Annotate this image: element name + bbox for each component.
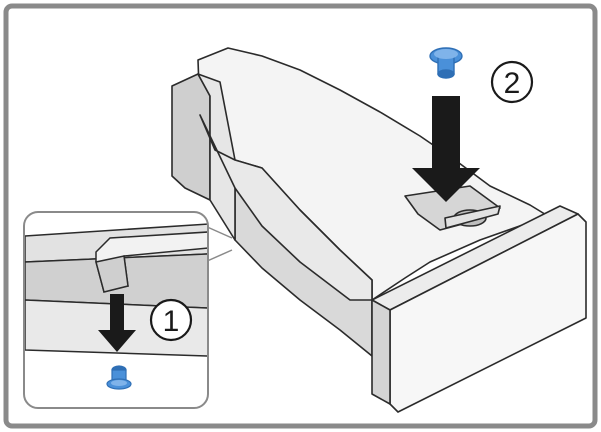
step-1-down-arrow [98, 294, 136, 352]
small-blue-pin-icon [106, 365, 132, 390]
pin-socket-tab [444, 205, 501, 229]
step-1-marker [149, 298, 193, 342]
drawer-front-panel-edge [371, 299, 391, 405]
drawer-back-block [171, 73, 211, 201]
step-1-label: 1 [163, 305, 180, 338]
step-2-group: 2 [412, 47, 534, 202]
drawer-back-face [197, 73, 236, 241]
blue-pin-icon [429, 47, 463, 79]
drawer-assembly [171, 47, 587, 413]
step-2-marker [490, 60, 534, 104]
step-2-down-arrow [412, 96, 480, 202]
detail-inset: 1 [23, 211, 233, 409]
drawer-lid-ridge [199, 114, 373, 301]
step-2-label: 2 [504, 67, 521, 100]
